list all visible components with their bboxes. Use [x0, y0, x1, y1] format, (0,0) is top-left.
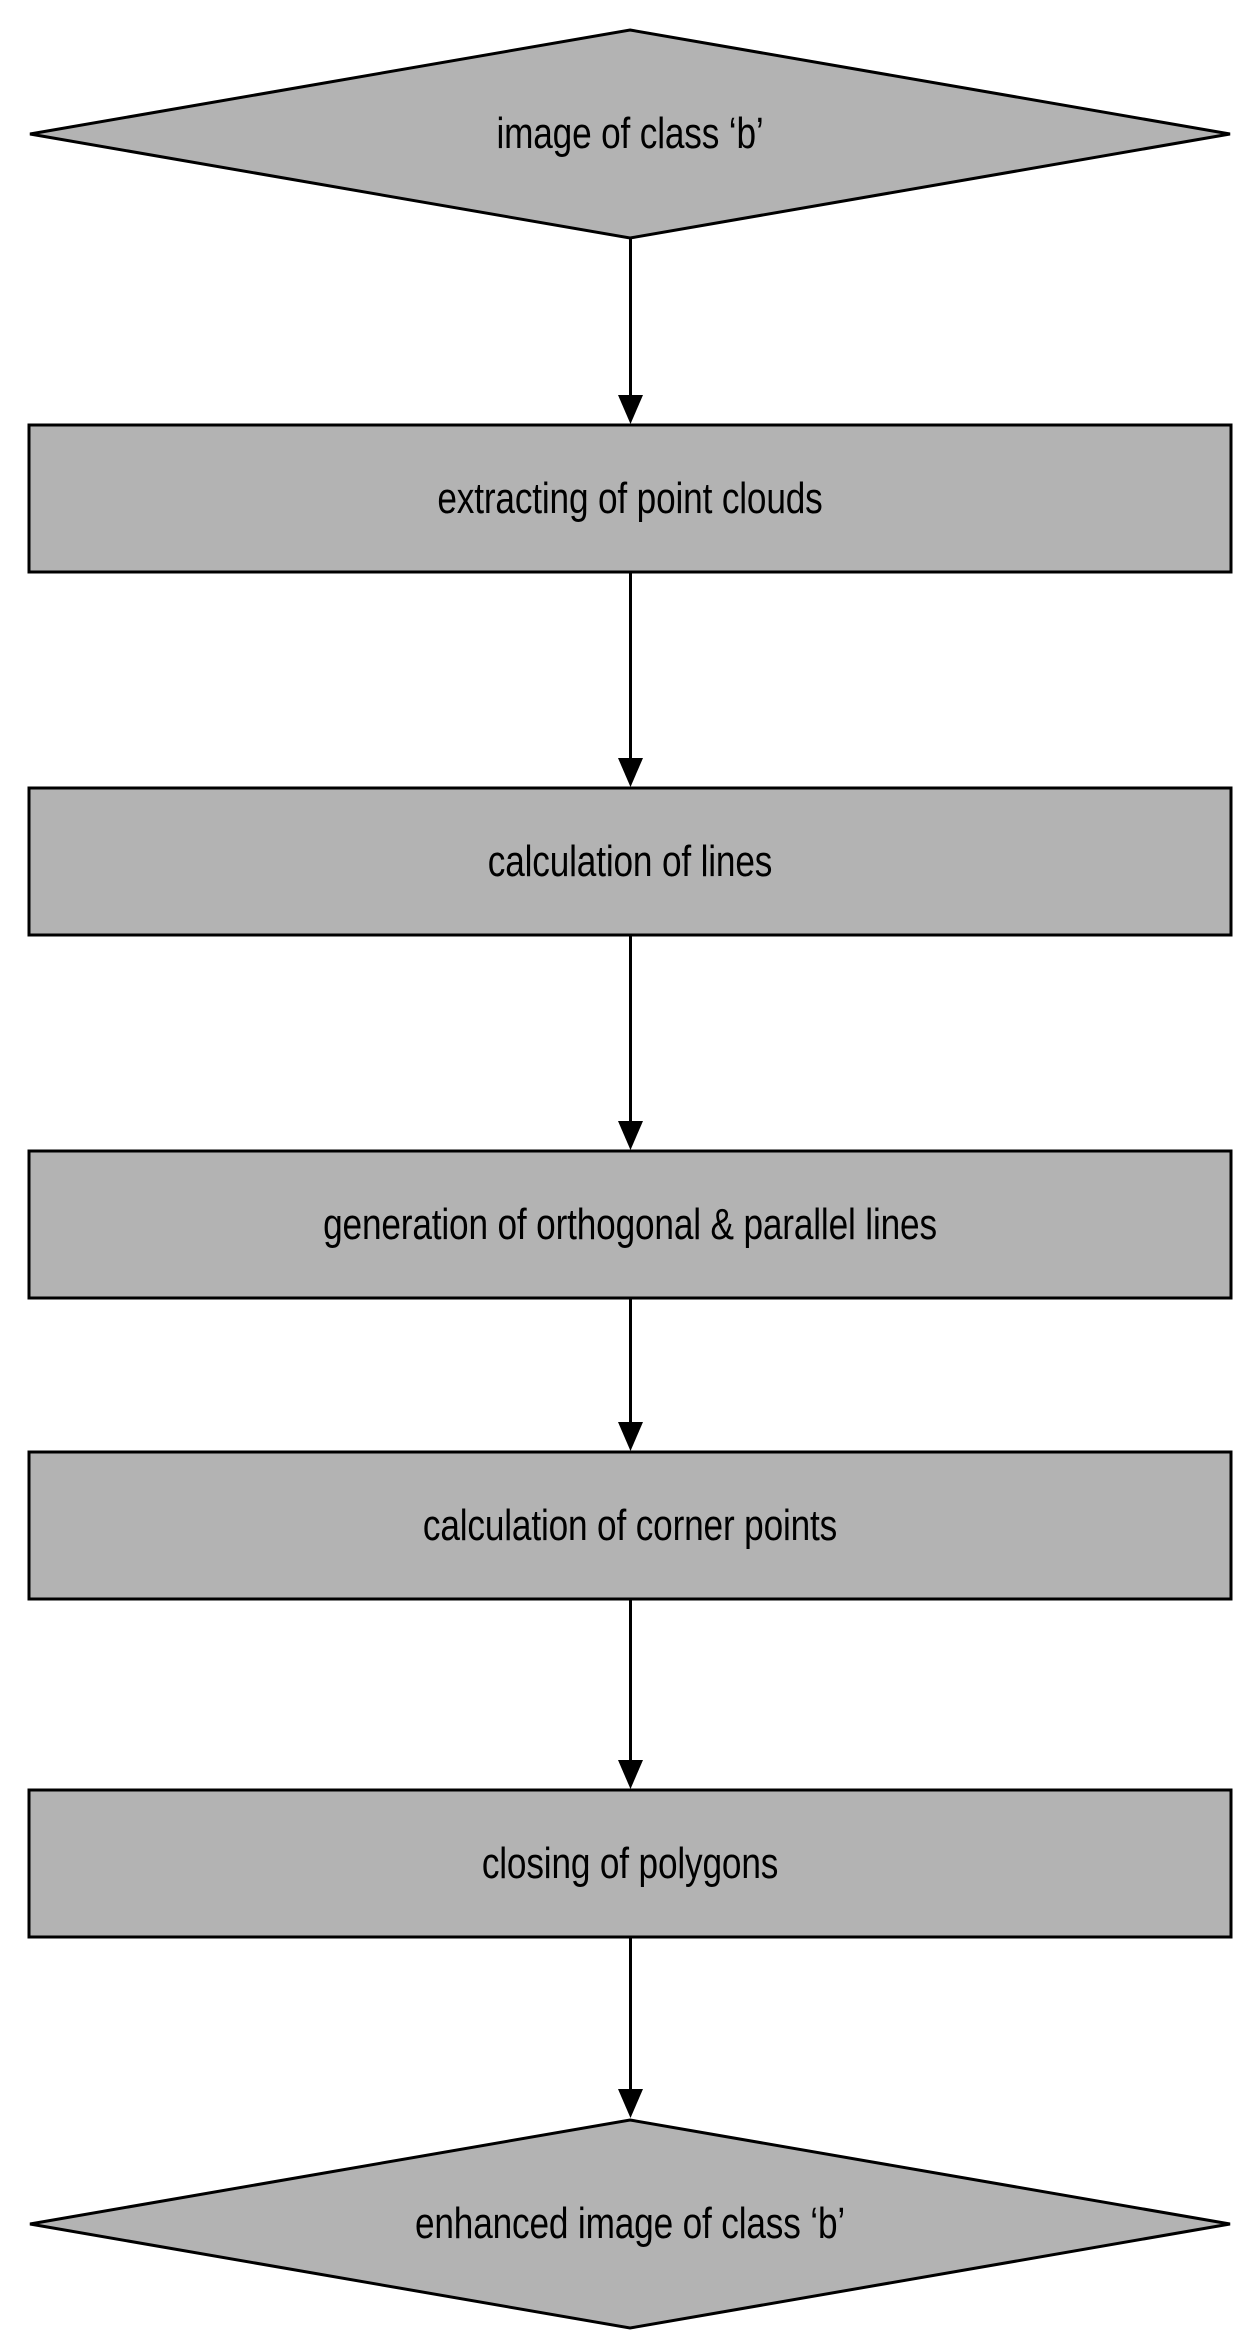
node-step5-label: closing of polygons: [481, 1839, 779, 1888]
node-step3-label: generation of orthogonal & parallel line…: [323, 1200, 937, 1249]
edge-start-to-step1-arrowhead: [618, 395, 643, 424]
edge-step2-to-step3-arrowhead: [618, 1121, 643, 1150]
node-end-shape: [29, 2118, 1231, 2330]
node-end-label: enhanced image of class ‘b’: [414, 2199, 846, 2248]
node-step5-shape: [27, 1788, 1233, 1939]
edge-step3-to-step4-arrowhead: [618, 1422, 643, 1451]
node-step4-shape: [27, 1450, 1233, 1601]
node-step3-shape: [27, 1149, 1233, 1300]
node-step4-label: calculation of corner points: [422, 1501, 838, 1550]
node-step1-shape: [27, 423, 1233, 574]
node-step2-label: calculation of lines: [487, 837, 773, 886]
edge-step5-to-end-arrowhead: [618, 2089, 643, 2118]
node-start-label: image of class ‘b’: [496, 109, 764, 158]
edge-step1-to-step2-arrowhead: [618, 758, 643, 787]
node-step1-label: extracting of point clouds: [437, 474, 823, 523]
node-step2-shape: [27, 786, 1233, 937]
edge-step4-to-step5-arrowhead: [618, 1760, 643, 1789]
